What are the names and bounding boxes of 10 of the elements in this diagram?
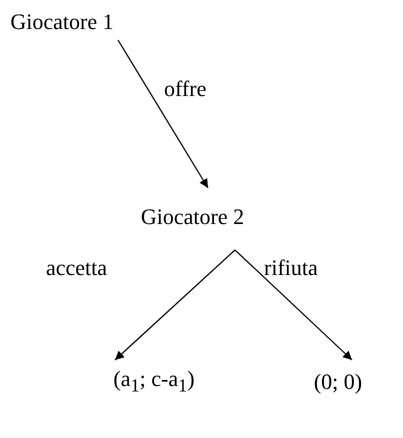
edge-label: rifiuta bbox=[264, 255, 318, 282]
node-label: (a$_{1}$; c-a$_{1}$) bbox=[113, 366, 195, 398]
node-label: (0; 0) bbox=[314, 368, 362, 396]
edge-label: accetta bbox=[46, 255, 108, 282]
node-label: Giocatore 2 bbox=[140, 204, 244, 230]
arrow bbox=[117, 40, 209, 188]
arrow bbox=[234, 250, 352, 360]
arrow bbox=[114, 250, 236, 360]
node-label: Giocatore 1 bbox=[10, 8, 114, 36]
edge-label: offre bbox=[164, 76, 206, 102]
